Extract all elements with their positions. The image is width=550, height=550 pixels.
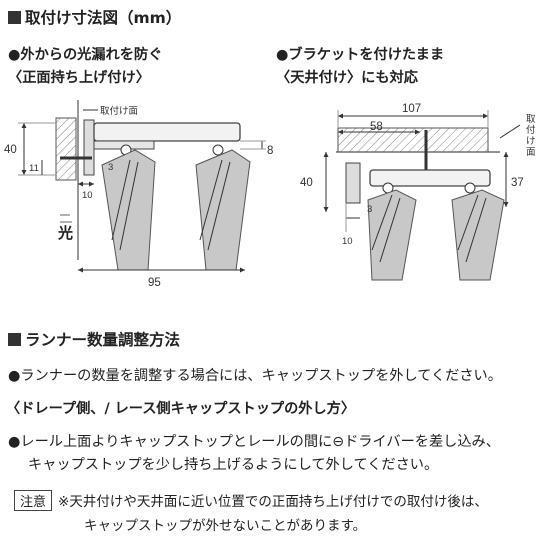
- runner-adjust-paragraph: ●ランナーの数量を調整する場合には、キャップストップを外してください。: [8, 368, 502, 384]
- caution-label: 注意: [14, 490, 53, 511]
- left-bracket: [83, 119, 95, 176]
- right-dim-37: 37: [511, 177, 524, 189]
- right-rail: [369, 169, 491, 187]
- cap-stop-subheading: 〈ドレープ側、/ レース側キャップストップの外し方〉: [6, 401, 356, 417]
- instruction-line1: ●レール上面よりキャップストップとレールの間に⊖ドライバーを差し込み、: [8, 434, 500, 450]
- caution-note: 注意 ※天井付けや天井面に近い位置での正面持ち上げ付けでの取付け後は、: [14, 490, 488, 511]
- left-light-label: 光: [57, 224, 73, 242]
- section-heading-dimensions: 取付け寸法図（mm）: [8, 6, 181, 28]
- right-dim-40: 40: [300, 177, 313, 189]
- left-dim-11: 11: [29, 163, 39, 174]
- right-dim-58: 58: [370, 121, 383, 133]
- left-dim-10: 10: [82, 190, 93, 201]
- right-diagram: 107 58 40 37 10 3 取 付 け 面: [300, 103, 538, 281]
- right-dim-107: 107: [402, 103, 421, 115]
- left-wall: [55, 117, 77, 181]
- left-caption-line1: ●外からの光漏れを防ぐ: [8, 47, 163, 63]
- right-curtain-lace: [451, 189, 505, 281]
- left-rail: [93, 122, 241, 142]
- right-bracket: [345, 162, 361, 204]
- left-mount-face-label: 取付け面: [100, 106, 138, 117]
- right-mount-face-label: 取 付 け 面: [526, 114, 538, 158]
- right-dim-10: 10: [342, 236, 353, 247]
- right-dim-3: 3: [367, 204, 372, 215]
- caution-line2: キャップストップが外せないことがあります。: [84, 518, 367, 534]
- dimension-diagrams: 取付け面 40 11 10 3 8 95 光: [4, 100, 538, 289]
- square-bullet-icon: [8, 333, 21, 346]
- left-diagram: 取付け面 40 11 10 3 8 95 光: [4, 100, 273, 289]
- right-caption-line1: ●ブラケットを付けたまま: [276, 47, 445, 63]
- right-curtain-drape: [367, 189, 417, 281]
- left-caption-line2: 〈正面持ち上げ付け〉: [8, 70, 150, 86]
- caution-line1: ※天井付けや天井面に近い位置での正面持ち上げ付けでの取付け後は、: [58, 494, 488, 510]
- section-heading-runner: ランナー数量調整方法: [8, 328, 180, 350]
- left-dim-40: 40: [4, 144, 17, 156]
- right-caption-line2: 〈天井付け〉にも対応: [276, 70, 418, 86]
- instruction-line2: キャップストップを少し持ち上げるようにして外してください。: [28, 457, 439, 473]
- left-curtain-lace: [195, 149, 251, 271]
- left-dim-8: 8: [267, 145, 273, 157]
- square-bullet-icon: [8, 11, 21, 24]
- left-dim-95: 95: [148, 277, 161, 289]
- left-dim-3: 3: [108, 162, 113, 173]
